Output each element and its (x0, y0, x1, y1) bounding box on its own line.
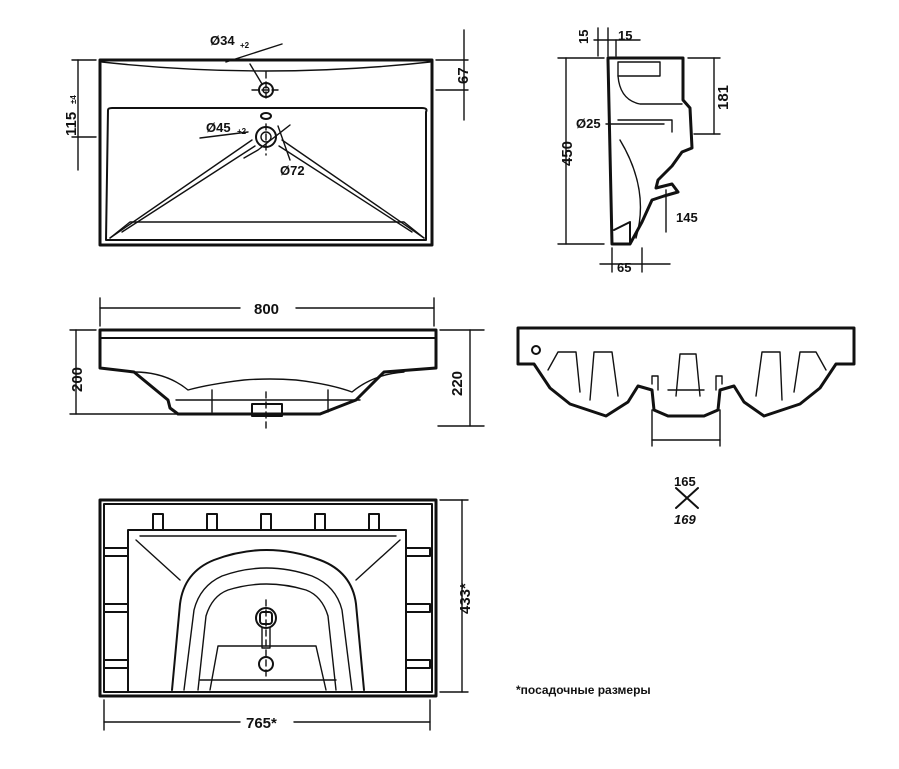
dim-450: 450 (559, 141, 576, 166)
back-view: 165 169 (516, 326, 856, 527)
dim-15-b: 15 (618, 28, 632, 43)
bottom-view-outline (98, 498, 438, 698)
label-d34: Ø34 (210, 33, 235, 48)
bottom-view: 433* 765* (98, 498, 474, 732)
dim-15-a: 15 (576, 30, 591, 44)
dim-65: 65 (617, 260, 631, 275)
dim-800: 800 (254, 301, 279, 318)
dim-765: 765* (246, 715, 277, 732)
dim-165: 165 (674, 474, 696, 489)
dim-169: 169 (674, 512, 696, 527)
dim-145: 145 (676, 210, 698, 225)
svg-text:+2: +2 (240, 41, 250, 50)
dim-181: 181 (715, 85, 732, 110)
side-view: 15 15 181 450 Ø25 145 65 (557, 27, 732, 275)
dim-200: 200 (69, 367, 86, 392)
back-view-outline (516, 326, 856, 418)
footnote: *посадочные размеры (516, 683, 651, 697)
label-d72: Ø72 (280, 163, 305, 178)
dim-115: 115 (63, 112, 80, 136)
overflow-hole (260, 112, 272, 120)
front-view-outline (98, 328, 438, 416)
front-view: 800 200 220 (69, 297, 485, 431)
label-d45: Ø45 (206, 120, 231, 135)
bottom-arch-outer (171, 549, 365, 691)
top-view-basin (105, 107, 428, 241)
side-view-outline (606, 56, 694, 246)
dim-220: 220 (449, 371, 466, 396)
label-d25: Ø25 (576, 116, 601, 131)
dim-433: 433* (457, 583, 474, 614)
svg-text:±4: ±4 (69, 95, 78, 104)
top-view: Ø34 +2 Ø45 +2 Ø72 67 115 ±4 (63, 29, 472, 247)
svg-text:+2: +2 (237, 127, 247, 136)
dim-67: 67 (455, 67, 472, 84)
top-view-outline (98, 58, 434, 247)
